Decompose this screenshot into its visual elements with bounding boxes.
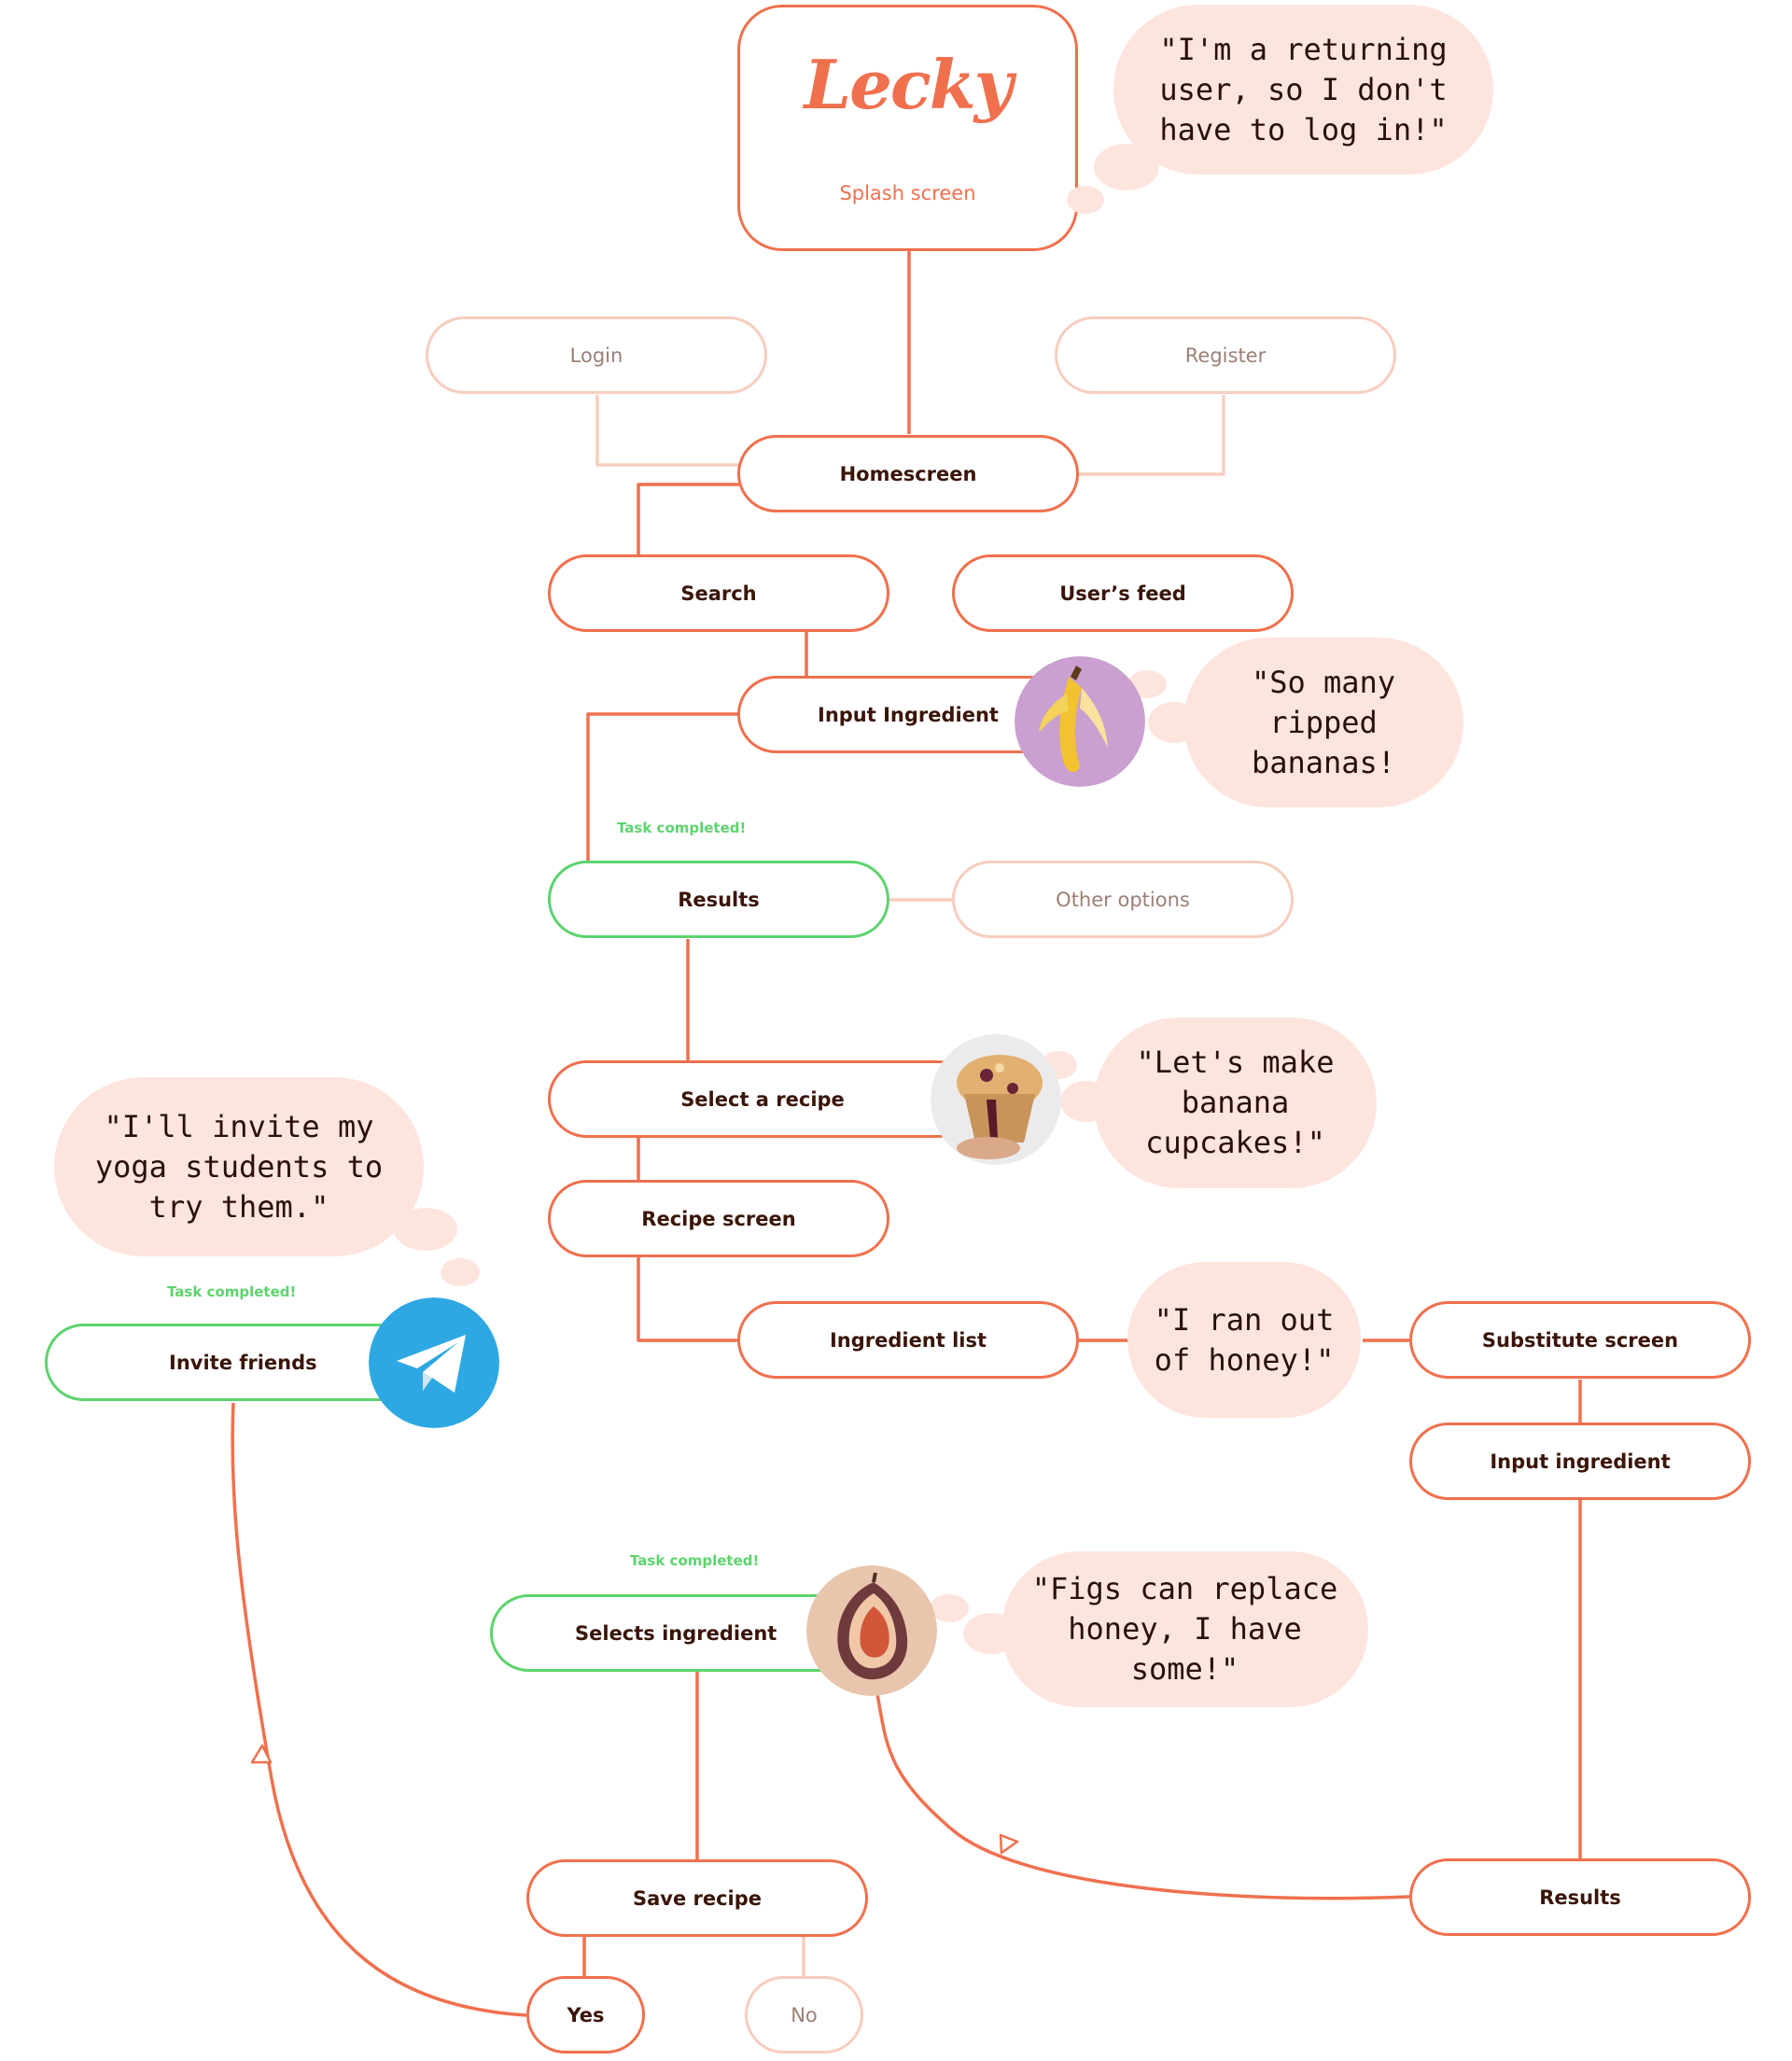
thought-bubble-figs: "Figs can replace honey, I have some!" [1001,1551,1368,1707]
thought-text-cupcakes: "Let's make banana cupcakes!" [1136,1045,1335,1160]
node-search-label: Search [680,582,757,605]
node-results[interactable]: Results [548,861,889,938]
node-recipe-screen-label: Recipe screen [641,1207,796,1230]
task-completed-selects: Task completed! [630,1552,760,1569]
node-users-feed[interactable]: User’s feed [952,554,1294,632]
thought-dot [930,1594,969,1622]
thought-dot [1060,1081,1113,1122]
splash-screen-card[interactable]: Lecky Splash screen [737,5,1078,251]
thought-dot [394,1208,457,1251]
node-invite-friends-label: Invite friends [169,1351,317,1374]
arrowhead-to-invite [250,1744,273,1764]
node-select-recipe[interactable]: Select a recipe [548,1060,977,1138]
task-completed-invite: Task completed! [167,1283,297,1300]
node-no-label: No [791,2003,818,2026]
thought-dot [441,1258,480,1286]
node-substitute-screen[interactable]: Substitute screen [1409,1301,1751,1379]
thought-dot [1094,144,1159,190]
node-select-recipe-label: Select a recipe [680,1087,845,1111]
node-selects-ingredient-label: Selects ingredient [575,1621,777,1645]
node-users-feed-label: User’s feed [1059,582,1186,605]
node-input-ingredient-2-label: Input ingredient [1490,1450,1671,1473]
banana-photo-icon [1015,656,1145,787]
node-ingredient-list[interactable]: Ingredient list [737,1301,1079,1379]
thought-text-returning-user: "I'm a returning user, so I don't have t… [1159,31,1448,147]
task-completed-results: Task completed! [617,820,747,836]
muffin-photo-icon [931,1034,1061,1165]
thought-dot [963,1613,1019,1654]
node-yes-label: Yes [567,2003,605,2026]
node-results-2-label: Results [1539,1886,1621,1909]
node-homescreen[interactable]: Homescreen [737,435,1079,512]
node-substitute-screen-label: Substitute screen [1481,1328,1679,1352]
connector-register-homescreen [1078,395,1225,476]
thought-dot [1067,186,1104,214]
node-results-label: Results [678,888,760,911]
connector-results2-fig [875,1693,1410,1900]
splash-caption: Splash screen [839,182,976,204]
node-no[interactable]: No [745,1976,863,2054]
connector-homescreen-search [637,483,739,554]
connector-yes-invite [231,1402,527,2017]
node-results-2[interactable]: Results [1409,1858,1751,1936]
connector-login-homescreen [595,395,739,467]
node-search[interactable]: Search [548,554,889,632]
node-yes[interactable]: Yes [526,1976,645,2054]
arrowhead-to-fig [999,1833,1019,1855]
node-login-label: Login [569,344,623,367]
fig-photo-icon [806,1565,937,1696]
telegram-icon [369,1297,499,1428]
lecky-logo: Lecky [804,45,1014,124]
node-other-options[interactable]: Other options [952,861,1294,938]
thought-text-honey: "I ran out of honey!" [1154,1301,1335,1378]
connector-input-results [586,712,739,861]
node-input-ingredient-label: Input Ingredient [818,703,999,726]
node-selects-ingredient[interactable]: Selects ingredient [490,1594,863,1672]
node-other-options-label: Other options [1056,888,1190,911]
thought-dot [1148,702,1200,743]
node-register[interactable]: Register [1055,316,1396,394]
node-login[interactable]: Login [426,316,767,394]
thought-bubble-invite: "I'll invite my yoga students to try the… [54,1077,424,1256]
node-homescreen-label: Homescreen [839,462,977,485]
thought-text-bananas: "So many ripped bananas! [1251,664,1396,780]
thought-text-invite: "I'll invite my yoga students to try the… [94,1108,384,1225]
node-save-recipe-label: Save recipe [632,1886,763,1910]
node-ingredient-list-label: Ingredient list [829,1328,987,1352]
node-input-ingredient-2[interactable]: Input ingredient [1409,1423,1751,1500]
node-register-label: Register [1184,344,1267,367]
node-save-recipe[interactable]: Save recipe [526,1859,868,1937]
thought-bubble-returning-user: "I'm a returning user, so I don't have t… [1113,5,1493,175]
thought-text-figs: "Figs can replace honey, I have some!" [1031,1571,1338,1687]
connector-recipe-ingredient [637,1257,739,1342]
node-recipe-screen[interactable]: Recipe screen [548,1180,889,1257]
thought-bubble-honey: "I ran out of honey!" [1127,1262,1361,1418]
thought-bubble-bananas: "So many ripped bananas! [1183,638,1463,807]
thought-bubble-cupcakes: "Let's make banana cupcakes!" [1094,1017,1377,1188]
node-invite-friends[interactable]: Invite friends [45,1324,418,1401]
